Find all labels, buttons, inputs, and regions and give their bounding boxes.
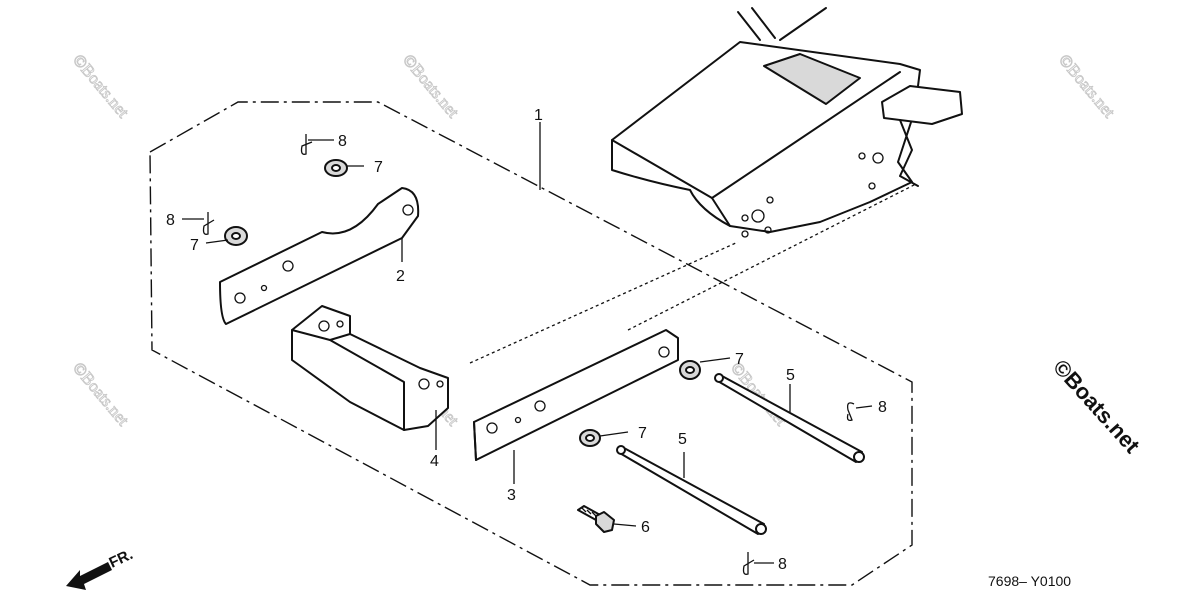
callout-5-lower: 5	[678, 431, 687, 448]
bolt	[577, 505, 615, 533]
clips	[202, 134, 855, 575]
callout-7-upper: 7	[374, 159, 383, 176]
part-3-bar	[473, 329, 679, 461]
callout-5-right: 5	[786, 367, 795, 384]
washer-upper	[324, 159, 348, 177]
part-4-u-bracket	[291, 305, 449, 431]
frame-label-plate	[763, 53, 861, 105]
front-label: FR.	[107, 546, 136, 572]
washer-left	[224, 226, 248, 246]
washer-right	[679, 360, 701, 380]
callout-7-middle: 7	[638, 425, 647, 442]
clip-right	[846, 402, 855, 422]
step-pedal	[881, 85, 963, 125]
front-arrow-icon	[66, 562, 112, 590]
assembly-boundary	[149, 101, 913, 586]
callout-6: 6	[641, 519, 650, 536]
callout-7-left: 7	[190, 237, 199, 254]
part-2-bracket	[219, 187, 420, 325]
watermark: ©Boats.net	[69, 358, 133, 429]
brand-watermark: ©Boats.net	[1048, 355, 1145, 459]
leader-lines	[182, 122, 873, 564]
callout-4: 4	[430, 453, 439, 470]
callout-2: 2	[396, 268, 405, 285]
callout-1: 1	[534, 107, 543, 124]
callout-8-right: 8	[878, 399, 887, 416]
pins	[616, 373, 865, 535]
front-direction-indicator: FR.	[66, 546, 136, 590]
pin-right	[714, 373, 865, 463]
callout-8-left: 8	[166, 212, 175, 229]
watermark: ©Boats.net	[1055, 50, 1119, 121]
clip-bottom	[742, 552, 755, 575]
callouts: 1 2 3 4 5 5 6 7 7 7 7 8 8 8 8	[166, 107, 887, 573]
clip-left	[202, 212, 215, 235]
watermark: ©Boats.net	[399, 50, 463, 121]
callout-8-bottom: 8	[778, 556, 787, 573]
diagram-code: 7698– Y0100	[988, 573, 1071, 589]
clip-top	[300, 134, 313, 155]
callout-8-top: 8	[338, 133, 347, 150]
callout-7-right: 7	[735, 351, 744, 368]
washer-middle	[579, 429, 601, 447]
callout-3: 3	[507, 487, 516, 504]
watermark: ©Boats.net	[69, 50, 133, 121]
tractor-frame	[469, 7, 963, 364]
washers	[224, 159, 701, 447]
pin-lower	[616, 445, 767, 535]
